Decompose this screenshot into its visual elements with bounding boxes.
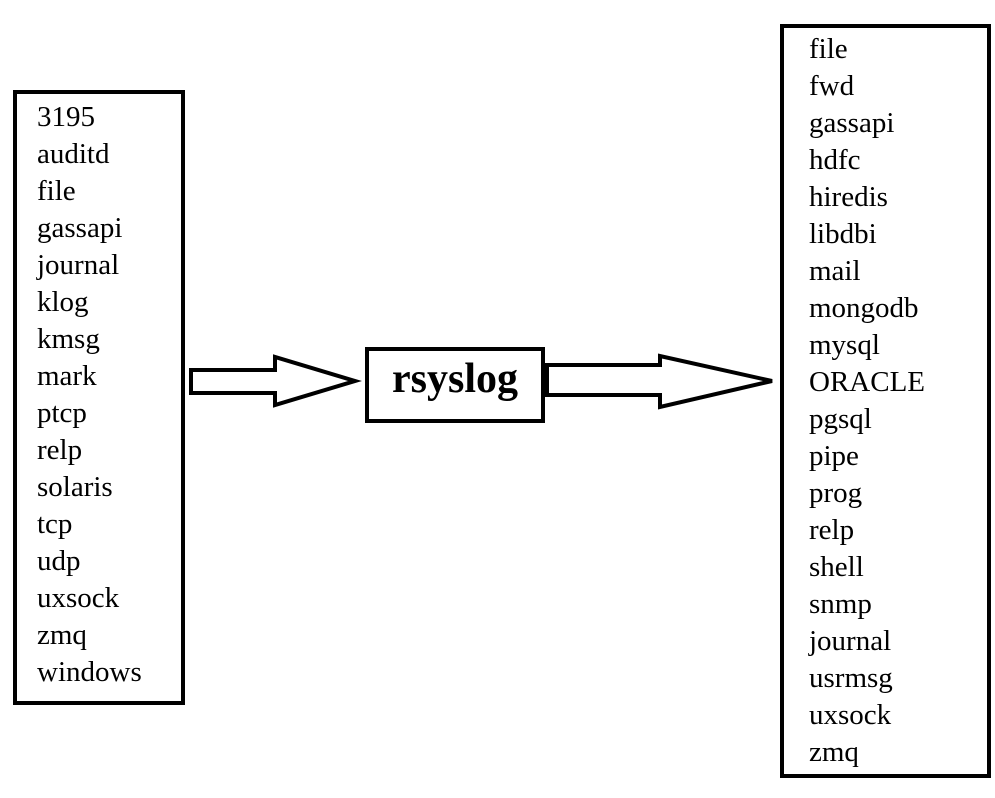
input-module-item: ptcp [37,397,87,429]
input-modules-list: 3195 auditd file gassapi journal klog kmsg mark… [37,99,142,691]
output-module-item: shell [809,551,864,583]
output-module-item: mongodb [809,292,919,324]
input-module-item: auditd [37,138,110,170]
output-module-item: libdbi [809,218,877,250]
output-module-item: hdfc [809,144,861,176]
input-module-item: mark [37,360,97,392]
input-module-item: klog [37,286,89,318]
input-module-item: uxsock [37,582,120,614]
output-module-item: hiredis [809,181,888,213]
output-module-item: uxsock [809,699,892,731]
output-module-item: snmp [809,588,872,620]
input-module-item: kmsg [37,323,100,355]
input-module-item: zmq [37,619,87,651]
input-module-item: file [37,175,76,207]
output-module-item: zmq [809,736,859,768]
output-module-item: usrmsg [809,662,893,694]
output-module-item: file [809,33,848,65]
input-module-item: udp [37,545,81,577]
output-modules-box: file fwd gassapi hdfc hiredis libdbi mail mongo… [780,24,991,778]
output-module-item: gassapi [809,107,895,139]
input-module-item: tcp [37,508,73,540]
output-module-item: ORACLE [809,366,925,398]
output-module-item: prog [809,477,863,509]
input-module-item: windows [37,656,142,688]
output-module-item: mysql [809,329,880,361]
output-modules-list: file fwd gassapi hdfc hiredis libdbi mail mongo… [809,31,925,771]
right-arrow-icon [189,354,362,408]
output-module-item: fwd [809,70,855,102]
output-module-item: pgsql [809,403,872,435]
input-module-item: solaris [37,471,113,503]
output-module-item: mail [809,255,861,287]
input-module-item: journal [37,249,120,281]
output-module-item: pipe [809,440,859,472]
rsyslog-label: rsyslog [392,356,518,402]
output-module-item: relp [809,514,855,546]
output-module-item: journal [809,625,892,657]
input-module-item: relp [37,434,83,466]
input-module-item: gassapi [37,212,123,244]
input-modules-box: 3195 auditd file gassapi journal klog kmsg mark… [13,90,185,705]
input-module-item: 3195 [37,101,95,133]
rsyslog-box: rsyslog [365,347,545,423]
right-arrow-icon [545,353,773,410]
